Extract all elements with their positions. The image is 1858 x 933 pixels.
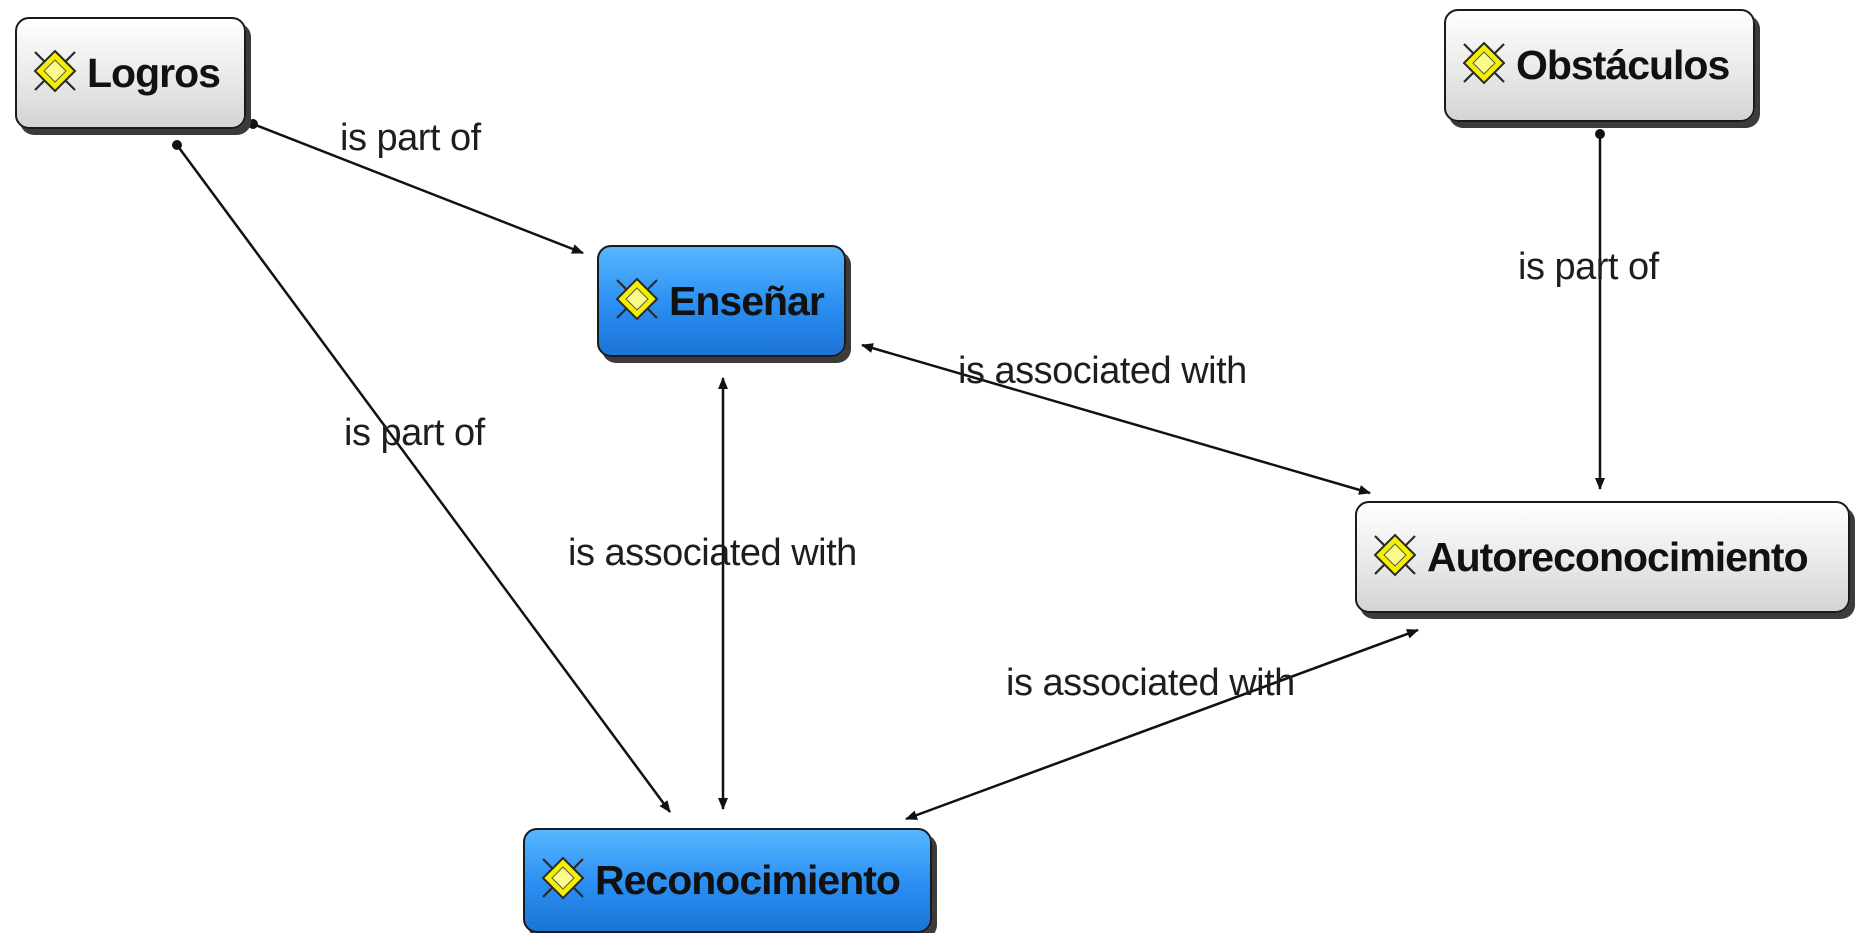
edge-label: is associated with [958, 350, 1247, 392]
concept-label: Enseñar [669, 277, 825, 324]
concept-diamond-icon [1371, 531, 1427, 584]
edge-start-dot [172, 140, 182, 150]
edge-label: is associated with [568, 532, 857, 574]
edge-logros-ensenar[interactable] [252, 122, 584, 255]
concept-label: Logros [87, 49, 221, 96]
concept-label: Reconocimiento [595, 857, 901, 903]
edge-label: is part of [344, 412, 485, 454]
edge-label: is part of [340, 117, 481, 159]
edge-label: is part of [1518, 246, 1659, 288]
concept-node-ensenar[interactable]: Enseñar [597, 245, 846, 357]
concept-diamond-icon [539, 854, 595, 907]
edge-autoreconocimiento-reconocimiento[interactable] [905, 628, 1419, 821]
edge-label: is associated with [1006, 662, 1295, 704]
edge-logros-reconocimiento[interactable] [175, 144, 672, 813]
concept-label: Obstáculos [1516, 42, 1730, 88]
concept-node-logros[interactable]: Logros [15, 17, 246, 129]
concept-node-autoreconocimiento[interactable]: Autoreconocimiento [1355, 501, 1850, 613]
concept-diamond-icon [31, 47, 87, 100]
concept-diamond-icon [1460, 39, 1516, 92]
concept-diamond-icon [613, 275, 669, 328]
edge-start-dot [1595, 129, 1605, 139]
concept-node-obstaculos[interactable]: Obstáculos [1444, 9, 1755, 122]
concept-label: Autoreconocimiento [1427, 533, 1809, 580]
edge-start-dot [248, 119, 258, 129]
edge-ensenar-autoreconocimiento[interactable] [861, 343, 1371, 495]
concept-node-reconocimiento[interactable]: Reconocimiento [523, 828, 932, 933]
